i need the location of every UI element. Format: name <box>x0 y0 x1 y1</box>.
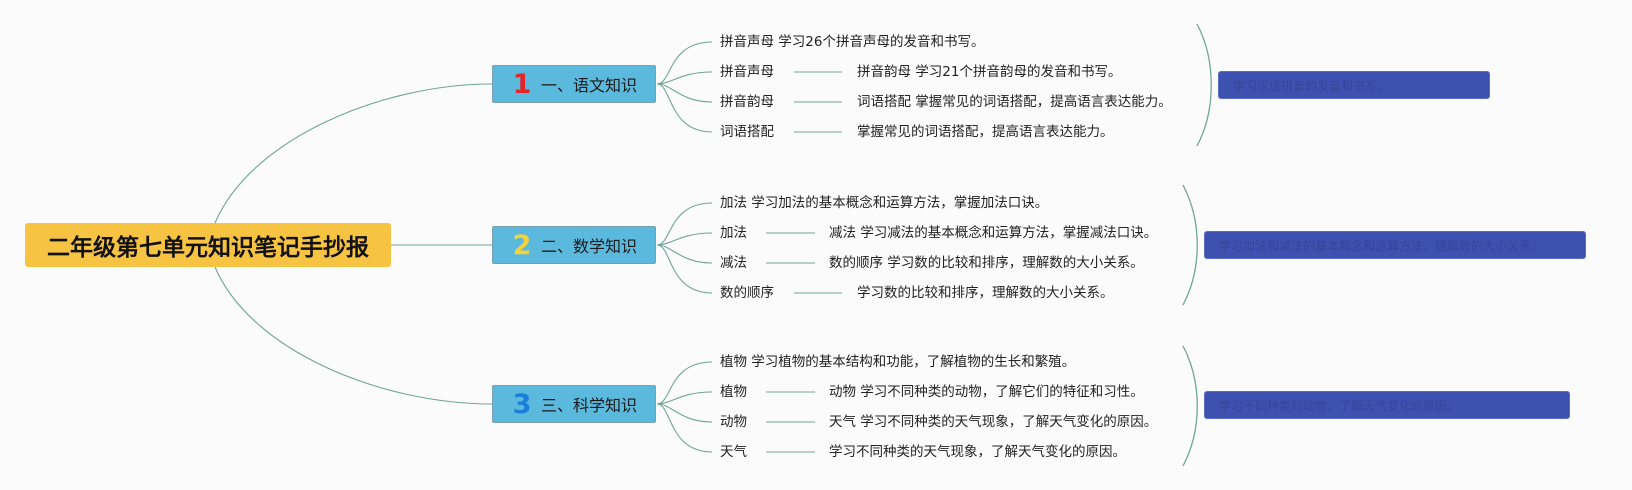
branch-number: 2 <box>512 229 532 261</box>
item-node[interactable]: 加法 学习加法的基本概念和运算方法，掌握加法口诀。 <box>720 195 1049 211</box>
item-connector <box>656 244 713 294</box>
branch-node-science[interactable]: 3 三、科学知识 <box>492 385 656 423</box>
item-connector <box>656 361 713 405</box>
branch-number: 1 <box>512 68 532 100</box>
root-connector-3 <box>214 266 493 405</box>
branch-label: 二、数学知识 <box>541 237 638 256</box>
detail-node[interactable]: 数的顺序 学习数的比较和排序，理解数的大小关系。 <box>829 255 1144 271</box>
item-node[interactable]: 拼音韵母 <box>720 94 774 110</box>
detail-node[interactable]: 学习数的比较和排序，理解数的大小关系。 <box>857 285 1114 301</box>
item-connector <box>656 244 713 264</box>
summary-bracket <box>1196 23 1212 147</box>
item-connector <box>656 83 713 103</box>
branch-node-chinese[interactable]: 1 一、语文知识 <box>492 65 656 103</box>
detail-node[interactable]: 掌握常见的词语搭配，提高语言表达能力。 <box>857 124 1114 140</box>
item-node[interactable]: 植物 <box>720 384 747 400</box>
summary-bracket <box>1182 184 1198 306</box>
item-connector <box>656 403 713 453</box>
item-connector <box>656 71 713 85</box>
item-node[interactable]: 加法 <box>720 225 747 241</box>
root-label: 二年级第七单元知识笔记手抄报 <box>47 235 369 261</box>
root-node[interactable]: 二年级第七单元知识笔记手抄报 <box>25 223 391 267</box>
item-connector <box>656 83 713 133</box>
item-node[interactable]: 植物 学习植物的基本结构和功能，了解植物的生长和繁殖。 <box>720 354 1076 370</box>
item-connector <box>656 391 713 405</box>
item-node[interactable]: 减法 <box>720 255 747 271</box>
branch-label: 三、科学知识 <box>541 396 638 415</box>
item-connector <box>656 202 713 246</box>
detail-node[interactable]: 学习不同种类的天气现象，了解天气变化的原因。 <box>829 444 1126 460</box>
detail-node[interactable]: 拼音韵母 学习21个拼音韵母的发音和书写。 <box>857 64 1122 80</box>
branch-number: 3 <box>512 388 532 420</box>
root-connector-1 <box>214 83 493 224</box>
summary-label: 学习加法和减法的基本概念和运算方法，理解数的大小关系。 <box>1219 238 1544 253</box>
detail-node[interactable]: 动物 学习不同种类的动物，了解它们的特征和习性。 <box>829 384 1144 400</box>
summary-bracket <box>1182 345 1198 467</box>
summary-label: 学习不同种类的动物，了解天气变化的原因。 <box>1219 398 1460 413</box>
branch-node-math[interactable]: 2 二、数学知识 <box>492 226 656 264</box>
item-node[interactable]: 拼音声母 <box>720 64 774 80</box>
summary-node[interactable]: 学习加法和减法的基本概念和运算方法，理解数的大小关系。 <box>1204 231 1586 259</box>
item-node[interactable]: 数的顺序 <box>720 285 774 301</box>
item-connector <box>656 403 713 423</box>
summary-label: 学习汉语拼音的发音和书写。 <box>1233 78 1390 93</box>
detail-node[interactable]: 词语搭配 掌握常见的词语搭配，提高语言表达能力。 <box>857 94 1172 110</box>
item-node[interactable]: 天气 <box>720 444 747 460</box>
item-node[interactable]: 词语搭配 <box>720 124 774 140</box>
branch-label: 一、语文知识 <box>541 76 638 95</box>
detail-node[interactable]: 天气 学习不同种类的天气现象，了解天气变化的原因。 <box>829 414 1158 430</box>
item-connector <box>656 41 713 85</box>
summary-node[interactable]: 学习汉语拼音的发音和书写。 <box>1218 71 1490 99</box>
item-node[interactable]: 拼音声母 学习26个拼音声母的发音和书写。 <box>720 34 985 50</box>
detail-node[interactable]: 减法 学习减法的基本概念和运算方法，掌握减法口诀。 <box>829 225 1158 241</box>
item-connector <box>656 232 713 246</box>
summary-node[interactable]: 学习不同种类的动物，了解天气变化的原因。 <box>1204 391 1570 419</box>
item-node[interactable]: 动物 <box>720 414 747 430</box>
